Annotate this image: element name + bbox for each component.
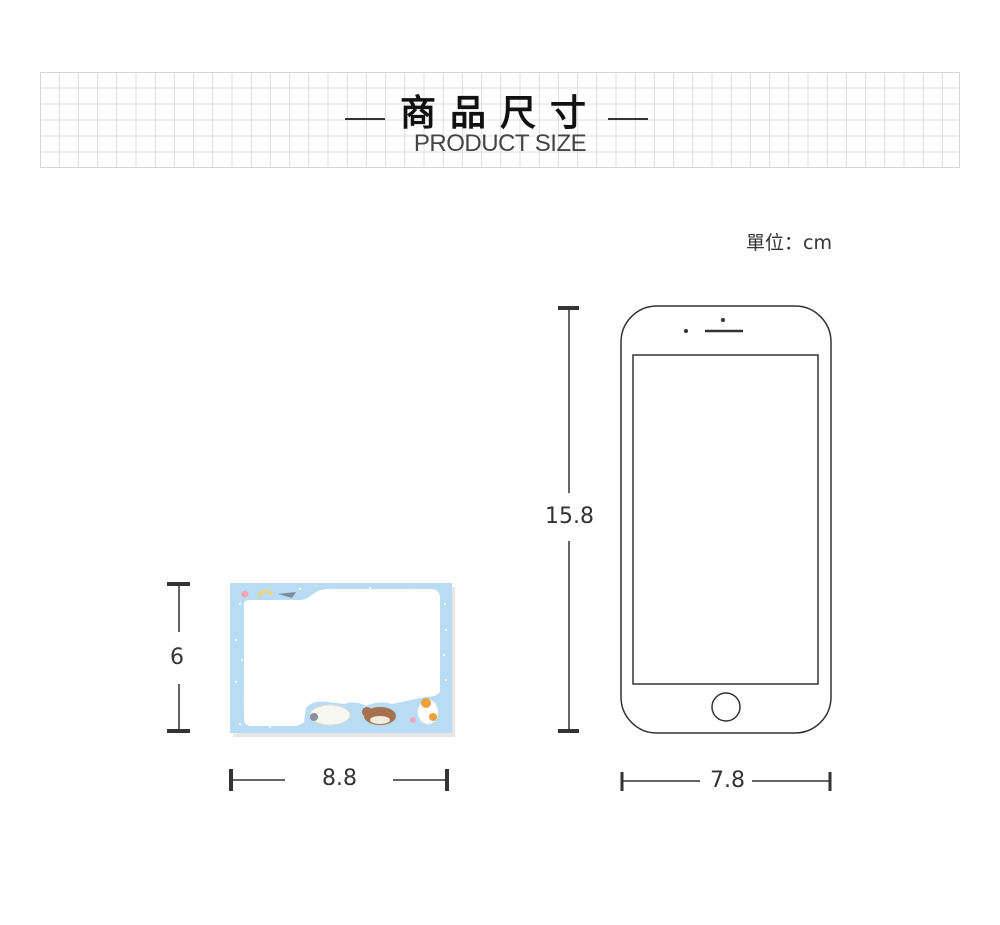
phone-height-dimension — [558, 306, 579, 733]
grid-banner — [40, 72, 960, 168]
phone-width-label: 7.8 — [710, 768, 745, 793]
memo-height-label: 6 — [170, 645, 184, 670]
title-right-dash — [608, 118, 648, 120]
phone-width-dimension — [620, 772, 832, 791]
header: 商品尺寸 PRODUCT SIZE — [0, 72, 1000, 168]
phone-height-label: 15.8 — [545, 504, 594, 529]
phone-outline — [620, 305, 832, 734]
memo-pad-image — [230, 583, 455, 737]
page-subtitle: PRODUCT SIZE — [413, 130, 587, 157]
memo-width-label: 8.8 — [322, 766, 357, 791]
unit-label: 單位：cm — [746, 232, 832, 254]
title-left-dash — [345, 118, 385, 120]
page-title: 商品尺寸 — [399, 93, 600, 134]
memo-height-dimension — [167, 582, 190, 733]
memo-width-dimension — [229, 769, 449, 791]
